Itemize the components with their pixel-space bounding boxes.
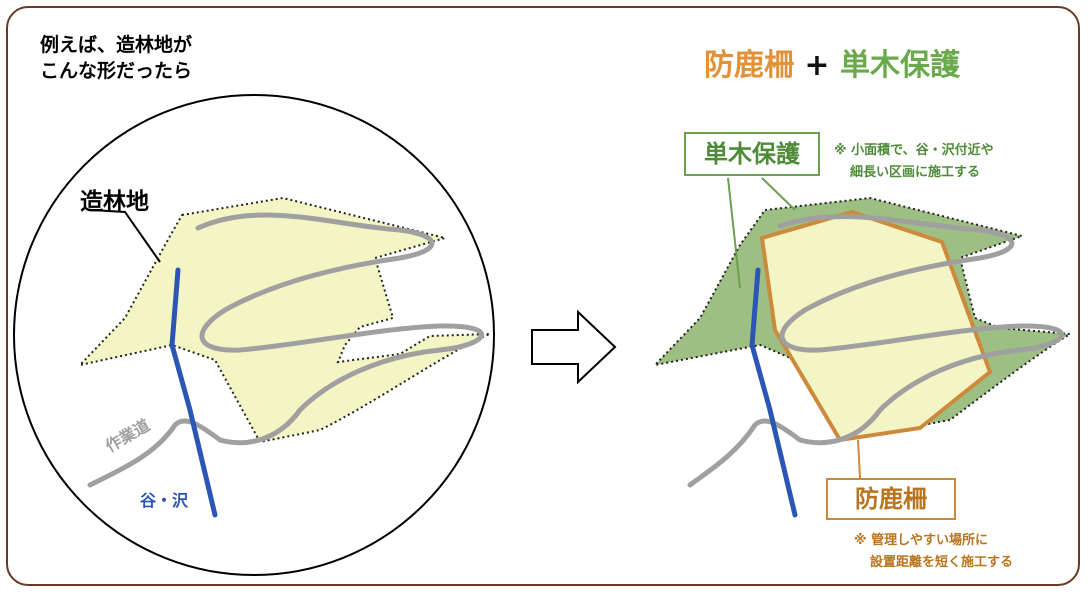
- stream-line-left: [169, 267, 218, 518]
- headline-plus: +: [804, 48, 830, 83]
- headline-tree: 単木保護: [840, 48, 961, 83]
- road-line-left: [87, 212, 484, 488]
- headline: 防鹿柵 + 単木保護: [622, 40, 1042, 84]
- intro-text: 例えば、造林地が こんな形だったら: [40, 32, 192, 84]
- tree-protection-note: ※ 小面積で、谷・沢付近や 細長い区画に施工する: [834, 140, 994, 184]
- headline-fence: 防鹿柵: [703, 48, 794, 83]
- road-line-right: [687, 214, 1064, 488]
- plantation-area: [77, 196, 491, 444]
- tree-note-line-2: 細長い区画に施工する: [850, 165, 981, 180]
- stream-line-right: [749, 267, 798, 518]
- fence-note-line-2: 設置距離を短く施工する: [870, 555, 1014, 570]
- arrow-icon: [531, 309, 617, 385]
- tree-pointer-1: [727, 177, 741, 289]
- intro-line-1: 例えば、造林地が: [40, 34, 193, 56]
- fence-box: 防鹿柵: [826, 478, 956, 520]
- intro-line-2: こんな形だったら: [40, 60, 193, 82]
- fence-note-line-1: ※ 管理しやすい場所に: [854, 533, 989, 548]
- fence-note: ※ 管理しやすい場所に 設置距離を短く施工する: [854, 530, 1013, 574]
- plantation-label: 造林地: [80, 189, 149, 215]
- plantation-pointer: [91, 209, 161, 263]
- fence-pointer: [857, 439, 861, 479]
- tree-pointer-2: [761, 177, 796, 211]
- tree-protection-box: 単木保護: [684, 132, 820, 176]
- outer-frame: [6, 6, 1080, 586]
- valley-label: 谷・沢: [140, 491, 189, 510]
- tree-note-line-1: ※ 小面積で、谷・沢付近や: [834, 143, 994, 158]
